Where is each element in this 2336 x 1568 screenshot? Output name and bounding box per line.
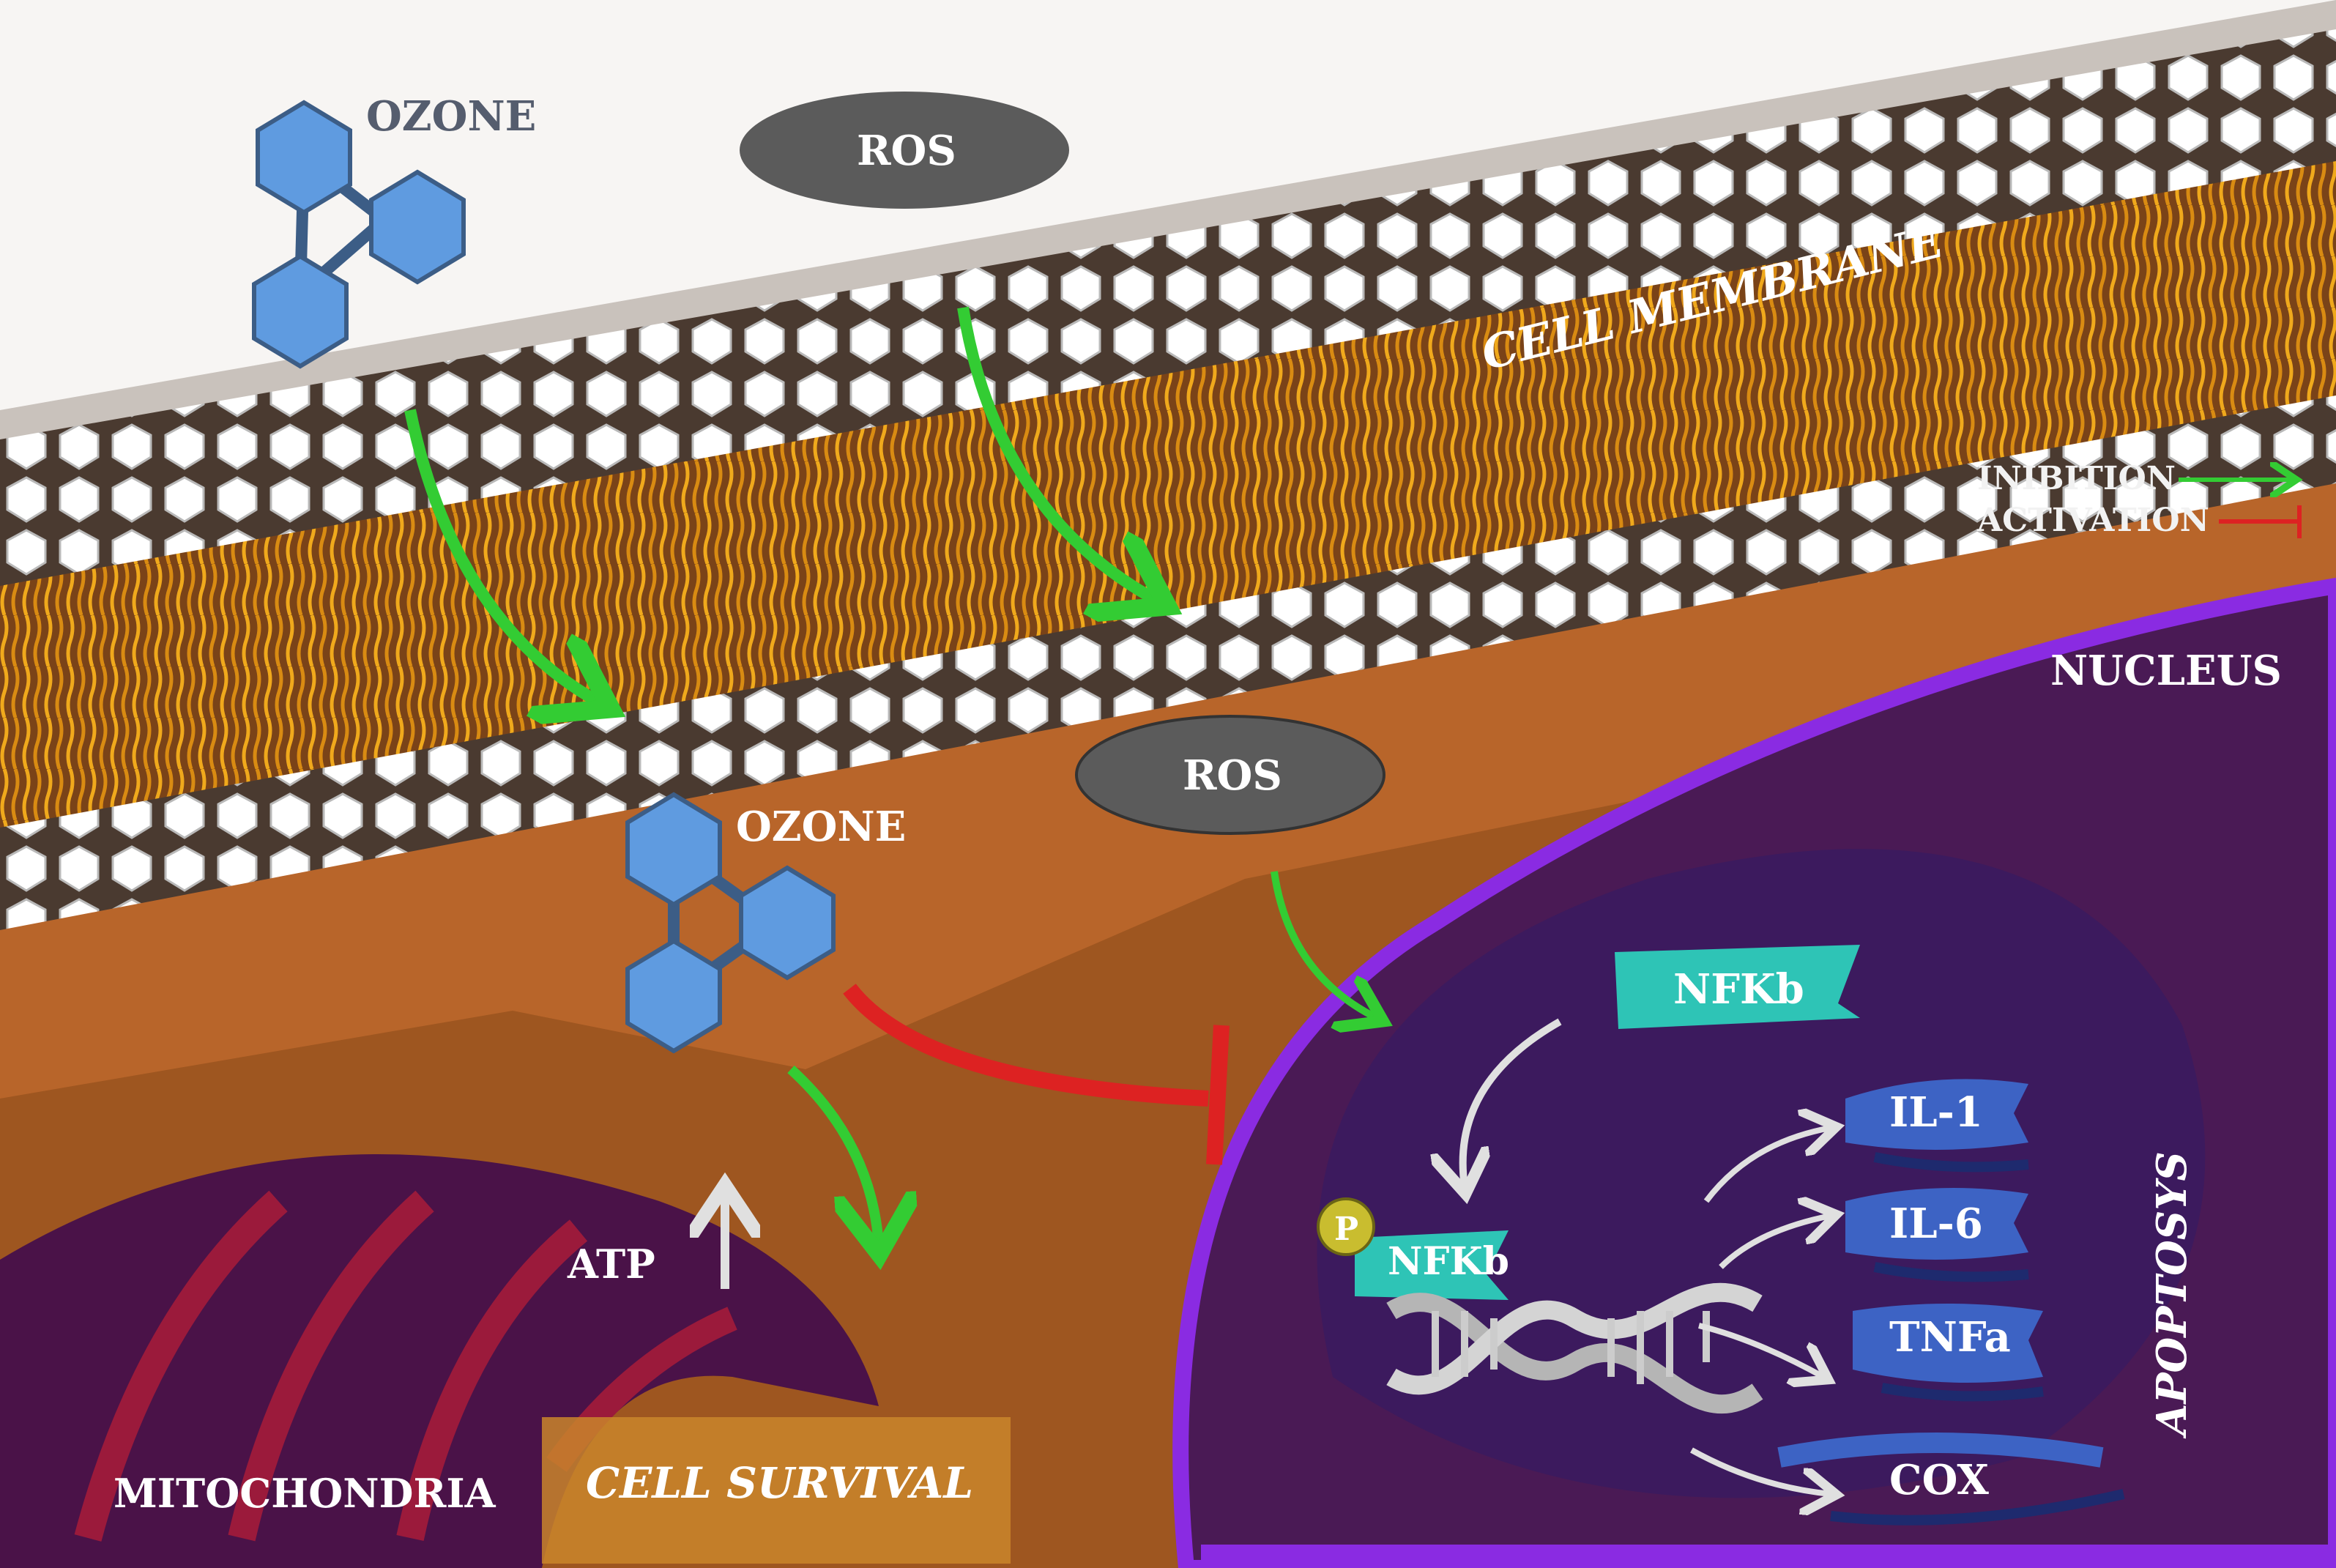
ozone-atom <box>739 865 836 981</box>
tnfa-label: TNFa <box>1889 1313 2011 1361</box>
ozone-entry-arrow <box>404 409 600 703</box>
phospho-label: P <box>1334 1211 1358 1248</box>
arrow-to-cox <box>1690 1447 1831 1494</box>
membrane-outer-heads <box>0 29 2336 601</box>
ozone-atom <box>369 169 466 285</box>
membrane-outline <box>0 0 2336 447</box>
nucleus-label: NUCLEUS <box>2050 647 2282 695</box>
legend: INIBITION ACTIVATION <box>1976 460 2299 539</box>
arrow-to-tnfa <box>1698 1323 1823 1377</box>
ros-inside <box>1075 715 1385 835</box>
dna-helix <box>1386 1282 1763 1414</box>
cox-label: COX <box>1889 1456 1989 1504</box>
apoptosys-label: APOPTOSYS <box>2148 1151 2196 1439</box>
cell-survival-label: CELL SURVIVAL <box>586 1458 973 1508</box>
ozone-atom <box>625 792 722 907</box>
legend-inhibition-label: INIBITION <box>1977 460 2176 497</box>
il6-label: IL-6 <box>1889 1200 1983 1248</box>
mito-crista-3 <box>396 1219 588 1541</box>
tnfa-shape <box>1853 1304 2043 1383</box>
ozone-atom <box>252 253 349 369</box>
cox-shadow <box>1830 1489 2125 1526</box>
nfkb-phosphorylation-arrow <box>1463 1018 1562 1186</box>
arrow-to-il1 <box>1703 1128 1831 1203</box>
mito-crista-2 <box>228 1190 434 1542</box>
nfkb-bound-label: NFKb <box>1388 1239 1509 1284</box>
nfkb-bound-tag <box>1355 1230 1509 1300</box>
ozone-molecule-outside <box>252 100 466 369</box>
inhibition-bar <box>1206 1025 1230 1165</box>
ros-entry-arrow <box>957 306 1157 601</box>
ozone-atom <box>256 100 352 215</box>
membrane-inner-heads <box>0 395 2336 930</box>
ozone-molecule-inside <box>625 792 836 1054</box>
il1-shadow <box>1873 1152 2029 1173</box>
ros-to-nucleus-arrow <box>1271 871 1377 1018</box>
nfkb-top-tag <box>1615 945 1860 1029</box>
mito-crista-1 <box>74 1190 288 1542</box>
ozone-label-outside: OZONE <box>366 92 536 141</box>
ozone-label-inside: OZONE <box>736 803 906 851</box>
phospho-marker <box>1317 1197 1375 1256</box>
cell-survival-box <box>542 1417 1011 1564</box>
ros-label-outside: ROS <box>857 127 956 175</box>
ozone-atom <box>625 938 722 1054</box>
il6-shape <box>1845 1188 2028 1260</box>
mitochondria-label: MITOCHONDRIA <box>114 1470 496 1517</box>
il1-label: IL-1 <box>1889 1088 1983 1137</box>
atp-label: ATP <box>567 1241 655 1288</box>
il6-shadow <box>1873 1262 2029 1282</box>
cox-shape <box>1777 1433 2104 1468</box>
ros-outside <box>740 92 1069 209</box>
tnfa-shadow <box>1881 1383 2044 1402</box>
il1-shape <box>1845 1079 2028 1150</box>
ros-label-inside: ROS <box>1183 751 1282 800</box>
arrow-to-il6 <box>1719 1216 1831 1269</box>
legend-activation-label: ACTIVATION <box>1976 502 2209 539</box>
ozone-inhibition-line <box>843 984 1209 1107</box>
nfkb-top-label: NFKb <box>1673 965 1804 1014</box>
ozone-atp-activation-arrow <box>787 1065 879 1245</box>
